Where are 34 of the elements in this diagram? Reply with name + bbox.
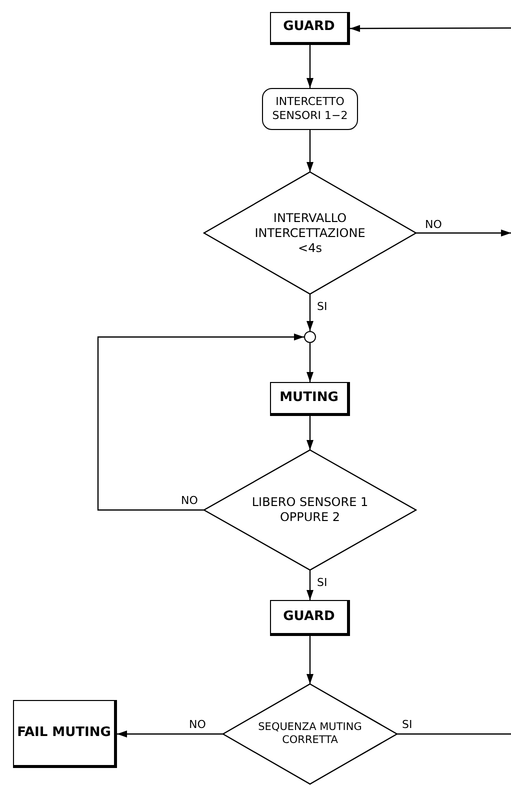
arrow: [97, 334, 304, 511]
decision-diamond: [223, 684, 397, 784]
arrow: [306, 636, 314, 684]
process-box: [270, 382, 350, 416]
arrow: [117, 730, 223, 738]
arrow: [350, 24, 511, 32]
arrow: [306, 570, 314, 600]
process-box: [13, 700, 117, 768]
box-label: GUARD: [283, 608, 335, 626]
arrow: [306, 294, 314, 331]
arrow: [306, 45, 314, 88]
decision-diamond: [204, 172, 416, 294]
edge-label: SI: [401, 718, 414, 732]
arrow: [306, 130, 314, 172]
arrow: [306, 343, 314, 382]
box-label: INTERCETTO SENSORI 1−2: [271, 95, 349, 123]
edge-label: SI: [316, 300, 328, 314]
process-box: [270, 12, 350, 45]
box-label: FAIL MUTING: [17, 724, 111, 742]
edge-label: NO: [180, 494, 199, 508]
box-label: MUTING: [280, 390, 338, 406]
edge-label: NO: [188, 718, 207, 732]
arrow: [306, 416, 314, 450]
arrow: [416, 230, 511, 236]
decision-label: INTERVALLO INTERCETTAZIONE <4s: [254, 210, 366, 256]
decision-label: SEQUENZA MUTING CORRETTA: [257, 720, 363, 748]
box-label: GUARD: [283, 19, 335, 36]
decision-diamond: [204, 450, 416, 570]
junction-circle: [304, 331, 316, 343]
edge-label: SI: [316, 576, 328, 590]
process-box: [270, 600, 350, 636]
terminal-box: [262, 88, 358, 130]
edge-label: NO: [424, 218, 443, 232]
decision-label: LIBERO SENSORE 1 OPPURE 2: [250, 495, 370, 525]
